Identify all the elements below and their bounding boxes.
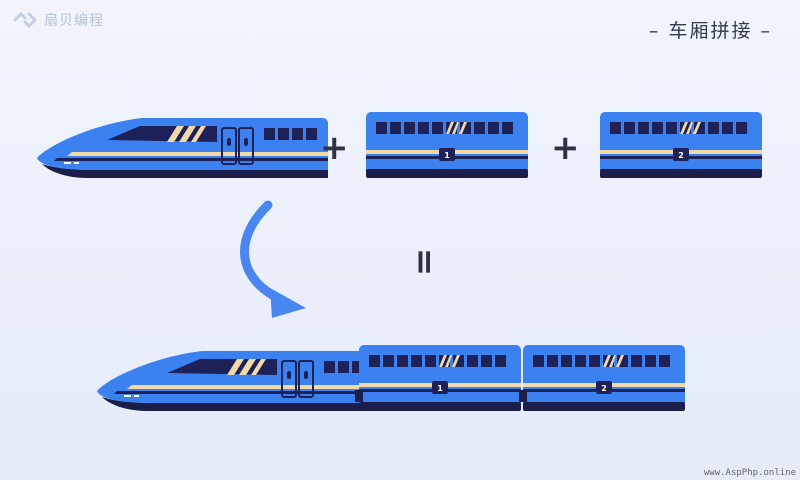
car-2-top: 2 [600, 112, 762, 178]
car-1-bottom-label: 1 [437, 384, 443, 393]
car-2-bottom-label: 2 [601, 384, 607, 393]
page-title: – 车厢拼接 – [648, 20, 772, 42]
plus-sign: + [551, 128, 580, 168]
car-1-top: 1 [366, 112, 528, 178]
equals-sign: = [404, 247, 445, 277]
car-2-label: 2 [678, 151, 684, 160]
plus-sign: + [320, 128, 349, 168]
car-1-bottom: 1 [359, 345, 521, 411]
brand-name: 扇贝编程 [44, 13, 104, 29]
coupler [355, 390, 363, 402]
coupler [519, 390, 527, 402]
locomotive-top [36, 117, 329, 179]
locomotive-bottom [96, 350, 389, 412]
car-2-bottom: 2 [523, 345, 685, 411]
car-1-label: 1 [444, 151, 450, 160]
curved-arrow-icon [240, 200, 306, 318]
logo-icon [13, 12, 37, 28]
brand-logo: 扇贝编程 [12, 10, 104, 30]
watermark: www.AspPhp.online [703, 468, 796, 478]
